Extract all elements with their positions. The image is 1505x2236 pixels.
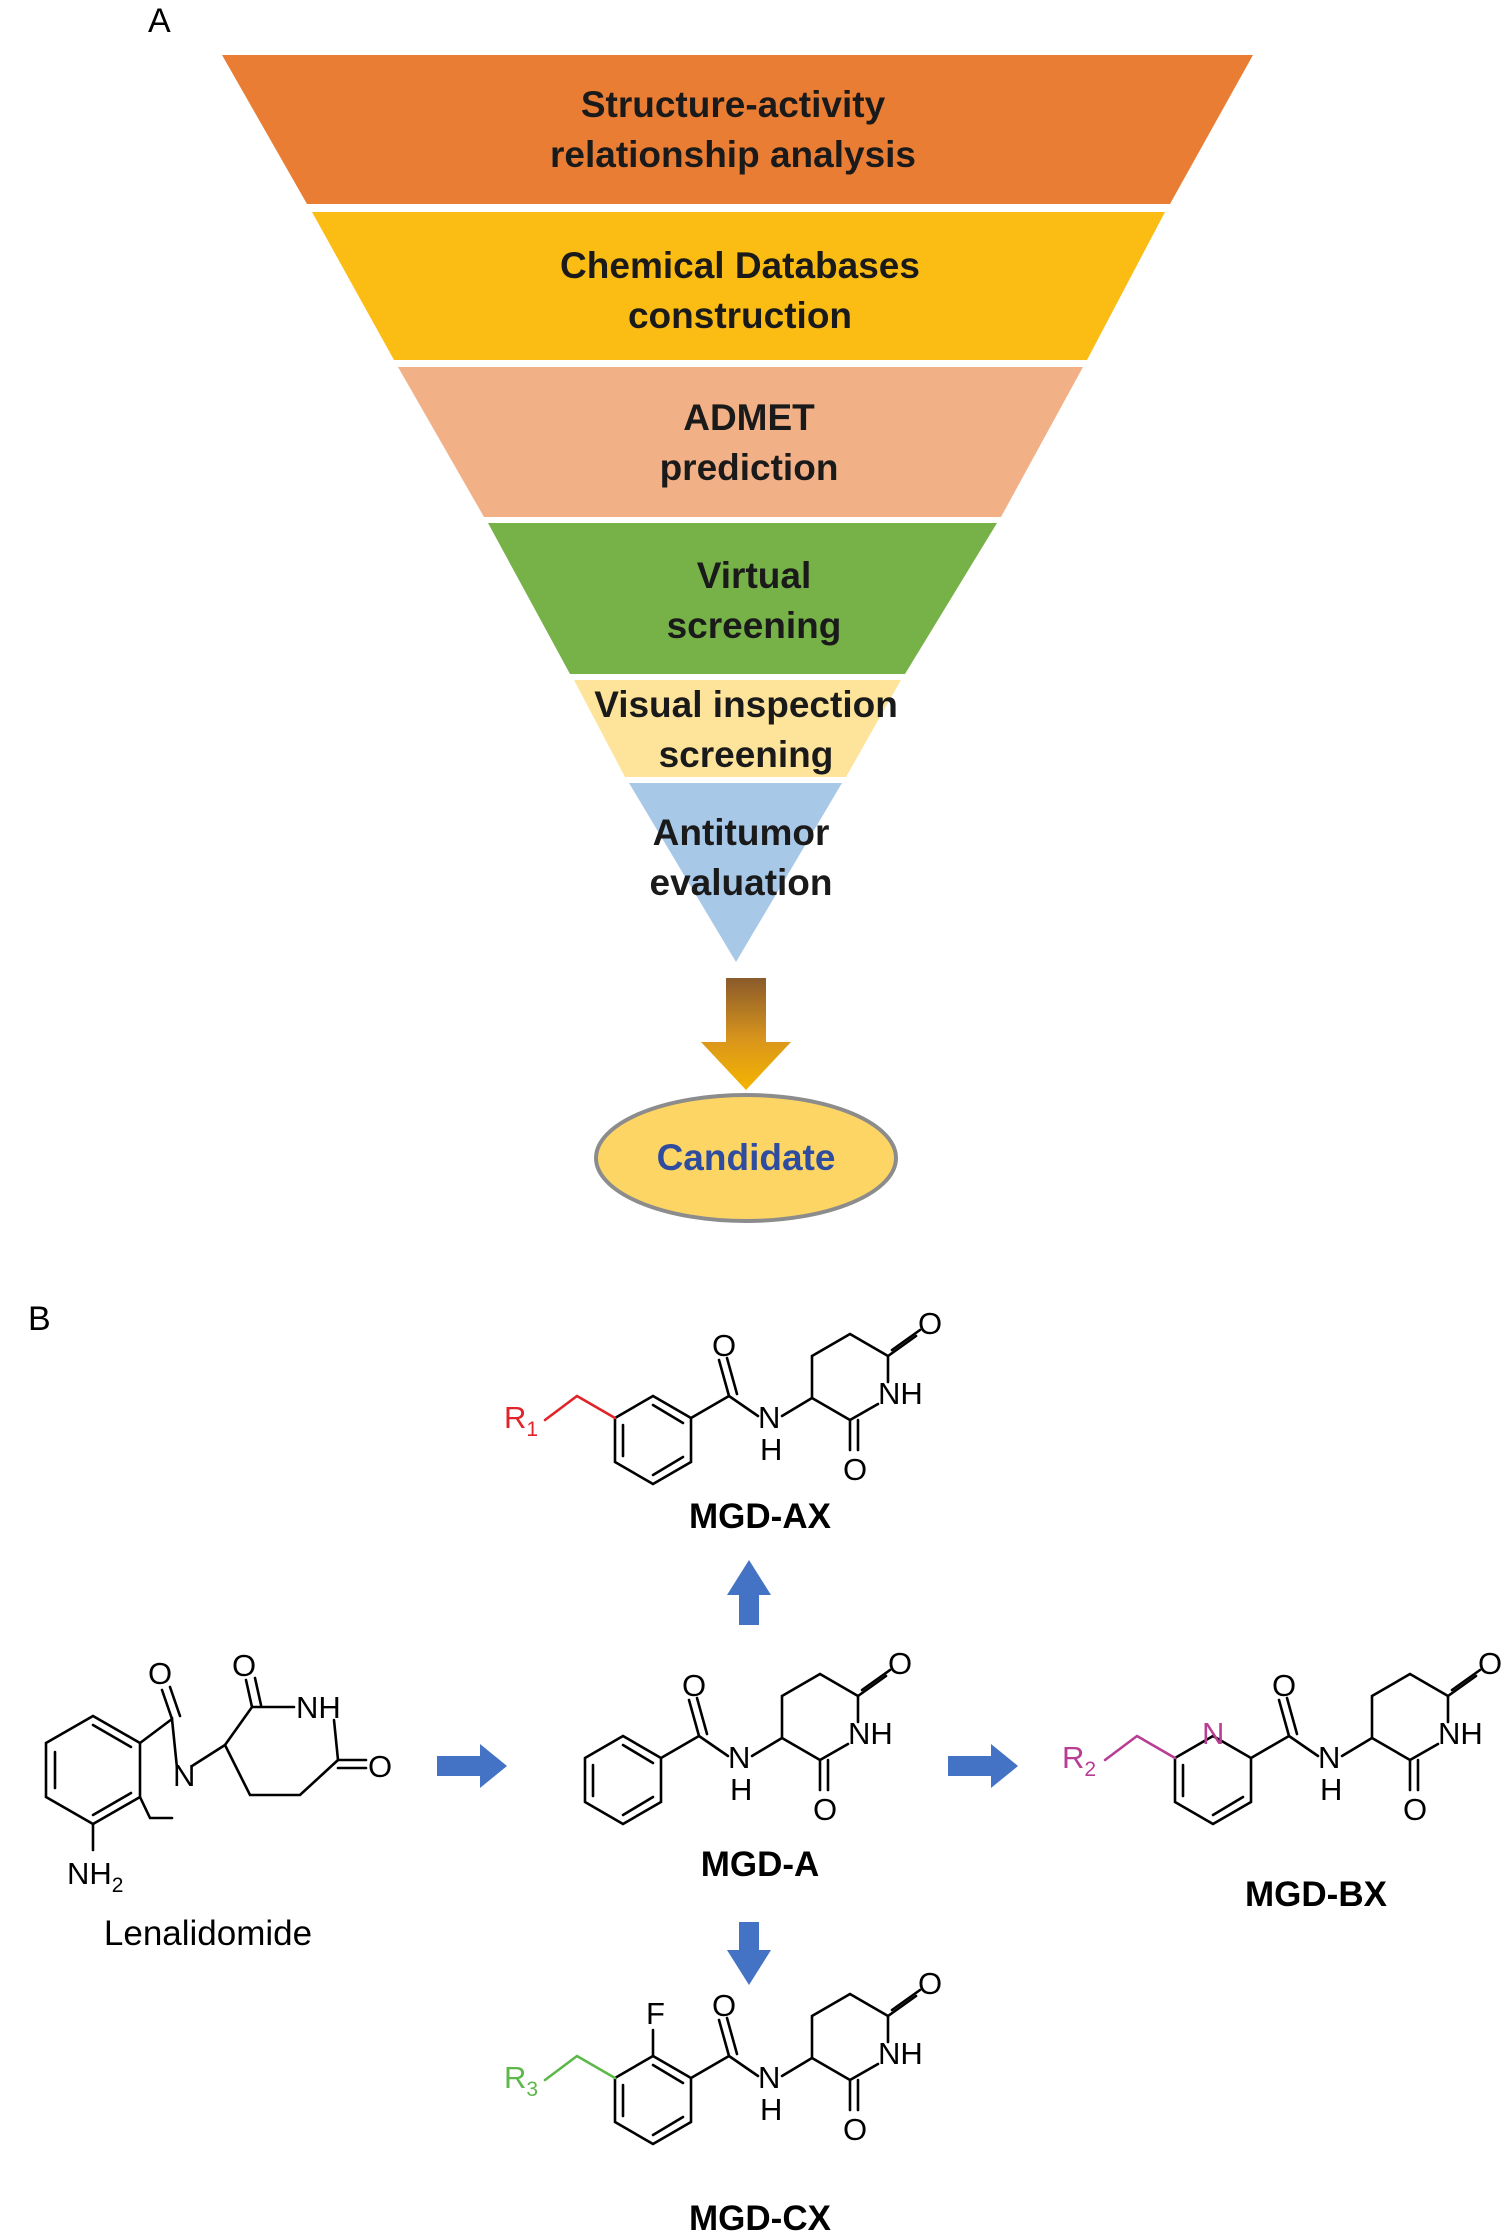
atom-o: O	[918, 1966, 942, 2001]
pyridine-n: N	[1202, 1716, 1224, 1751]
funnel: Structure-activity relationship analysis…	[222, 55, 1253, 962]
down-arrow-icon	[701, 978, 791, 1090]
atom-o: O	[682, 1668, 706, 1703]
atom-n: N	[758, 1400, 780, 1435]
arrow-up-icon	[727, 1560, 771, 1625]
funnel-stage-4	[488, 523, 997, 674]
atom-o: O	[1272, 1668, 1296, 1703]
candidate-label: Candidate	[657, 1137, 836, 1178]
funnel-stage-6	[629, 783, 842, 962]
mgd-bx-structure: R2 N O N H NH O O	[1062, 1646, 1502, 1827]
atom-o: O	[712, 1988, 736, 2023]
mgd-bx-label: MGD-BX	[1245, 1875, 1388, 1914]
r2-group: R2	[1062, 1740, 1096, 1781]
stage-6-line-2: evaluation	[650, 862, 833, 903]
atom-h: H	[1320, 1772, 1342, 1807]
atom-n: N	[173, 1758, 195, 1793]
mgd-ax-label: MGD-AX	[689, 1497, 832, 1536]
funnel-stage-5	[574, 680, 901, 777]
atom-o: O	[843, 2112, 867, 2147]
atom-o: O	[1478, 1646, 1502, 1681]
atom-nh: NH	[878, 2036, 923, 2071]
atom-o: O	[888, 1646, 912, 1681]
stage-2-line-1: Chemical Databases	[560, 245, 920, 286]
atom-nh: NH	[296, 1690, 341, 1725]
arrow-right-icon	[437, 1744, 507, 1788]
atom-o: O	[368, 1749, 392, 1784]
amine-nh: NH2	[67, 1856, 123, 1897]
mgd-a-structure: O N H NH O O	[583, 1646, 912, 1827]
stage-3-line-2: prediction	[660, 447, 839, 488]
lenalidomide-structure: O N O NH O NH2	[44, 1648, 392, 1897]
atom-o: O	[232, 1648, 256, 1683]
atom-nh: NH	[848, 1716, 893, 1751]
stage-1-line-2: relationship analysis	[550, 134, 916, 175]
atom-nh: NH	[1438, 1716, 1483, 1751]
funnel-stage-1	[222, 55, 1253, 204]
scheme-arrows	[437, 1560, 1018, 1985]
mgd-cx-structure: F R3 O N H NH O O	[504, 1966, 942, 2147]
panel-a-letter: A	[148, 2, 171, 40]
atom-o: O	[813, 1792, 837, 1827]
stage-6-line-1: Antitumor	[653, 812, 830, 853]
r1-group: R1	[504, 1400, 538, 1441]
lenalidomide-label: Lenalidomide	[104, 1914, 312, 1953]
mgd-ax-structure: R1 O N H NH O O	[504, 1306, 942, 1487]
r3-group: R3	[504, 2060, 538, 2101]
stage-5-line-2: screening	[659, 734, 834, 775]
stage-4-line-1: Virtual	[697, 555, 811, 596]
atom-o: O	[712, 1328, 736, 1363]
mgd-cx-label: MGD-CX	[689, 2199, 832, 2236]
stage-2-line-2: construction	[628, 295, 852, 336]
candidate-ellipse	[594, 1093, 898, 1223]
atom-h: H	[760, 1432, 782, 1467]
atom-n: N	[1318, 1740, 1340, 1775]
arrow-down-icon	[727, 1922, 771, 1985]
stage-3-line-1: ADMET	[683, 397, 815, 438]
atom-o: O	[148, 1656, 172, 1691]
atom-f: F	[646, 1996, 665, 2031]
stage-4-line-2: screening	[667, 605, 842, 646]
funnel-stage-2	[312, 212, 1165, 360]
atom-h: H	[760, 2092, 782, 2127]
atom-nh: NH	[878, 1376, 923, 1411]
funnel-stage-3	[398, 367, 1083, 517]
atom-n: N	[758, 2060, 780, 2095]
atom-o: O	[843, 1452, 867, 1487]
stage-1-line-1: Structure-activity	[581, 84, 886, 125]
atom-h: H	[730, 1772, 752, 1807]
atom-o: O	[918, 1306, 942, 1341]
panel-b-letter: B	[28, 1300, 51, 1338]
atom-n: N	[728, 1740, 750, 1775]
mgd-a-label: MGD-A	[701, 1845, 820, 1884]
stage-5-line-1: Visual inspection	[594, 684, 898, 725]
atom-o: O	[1403, 1792, 1427, 1827]
arrow-right-icon	[948, 1744, 1018, 1788]
